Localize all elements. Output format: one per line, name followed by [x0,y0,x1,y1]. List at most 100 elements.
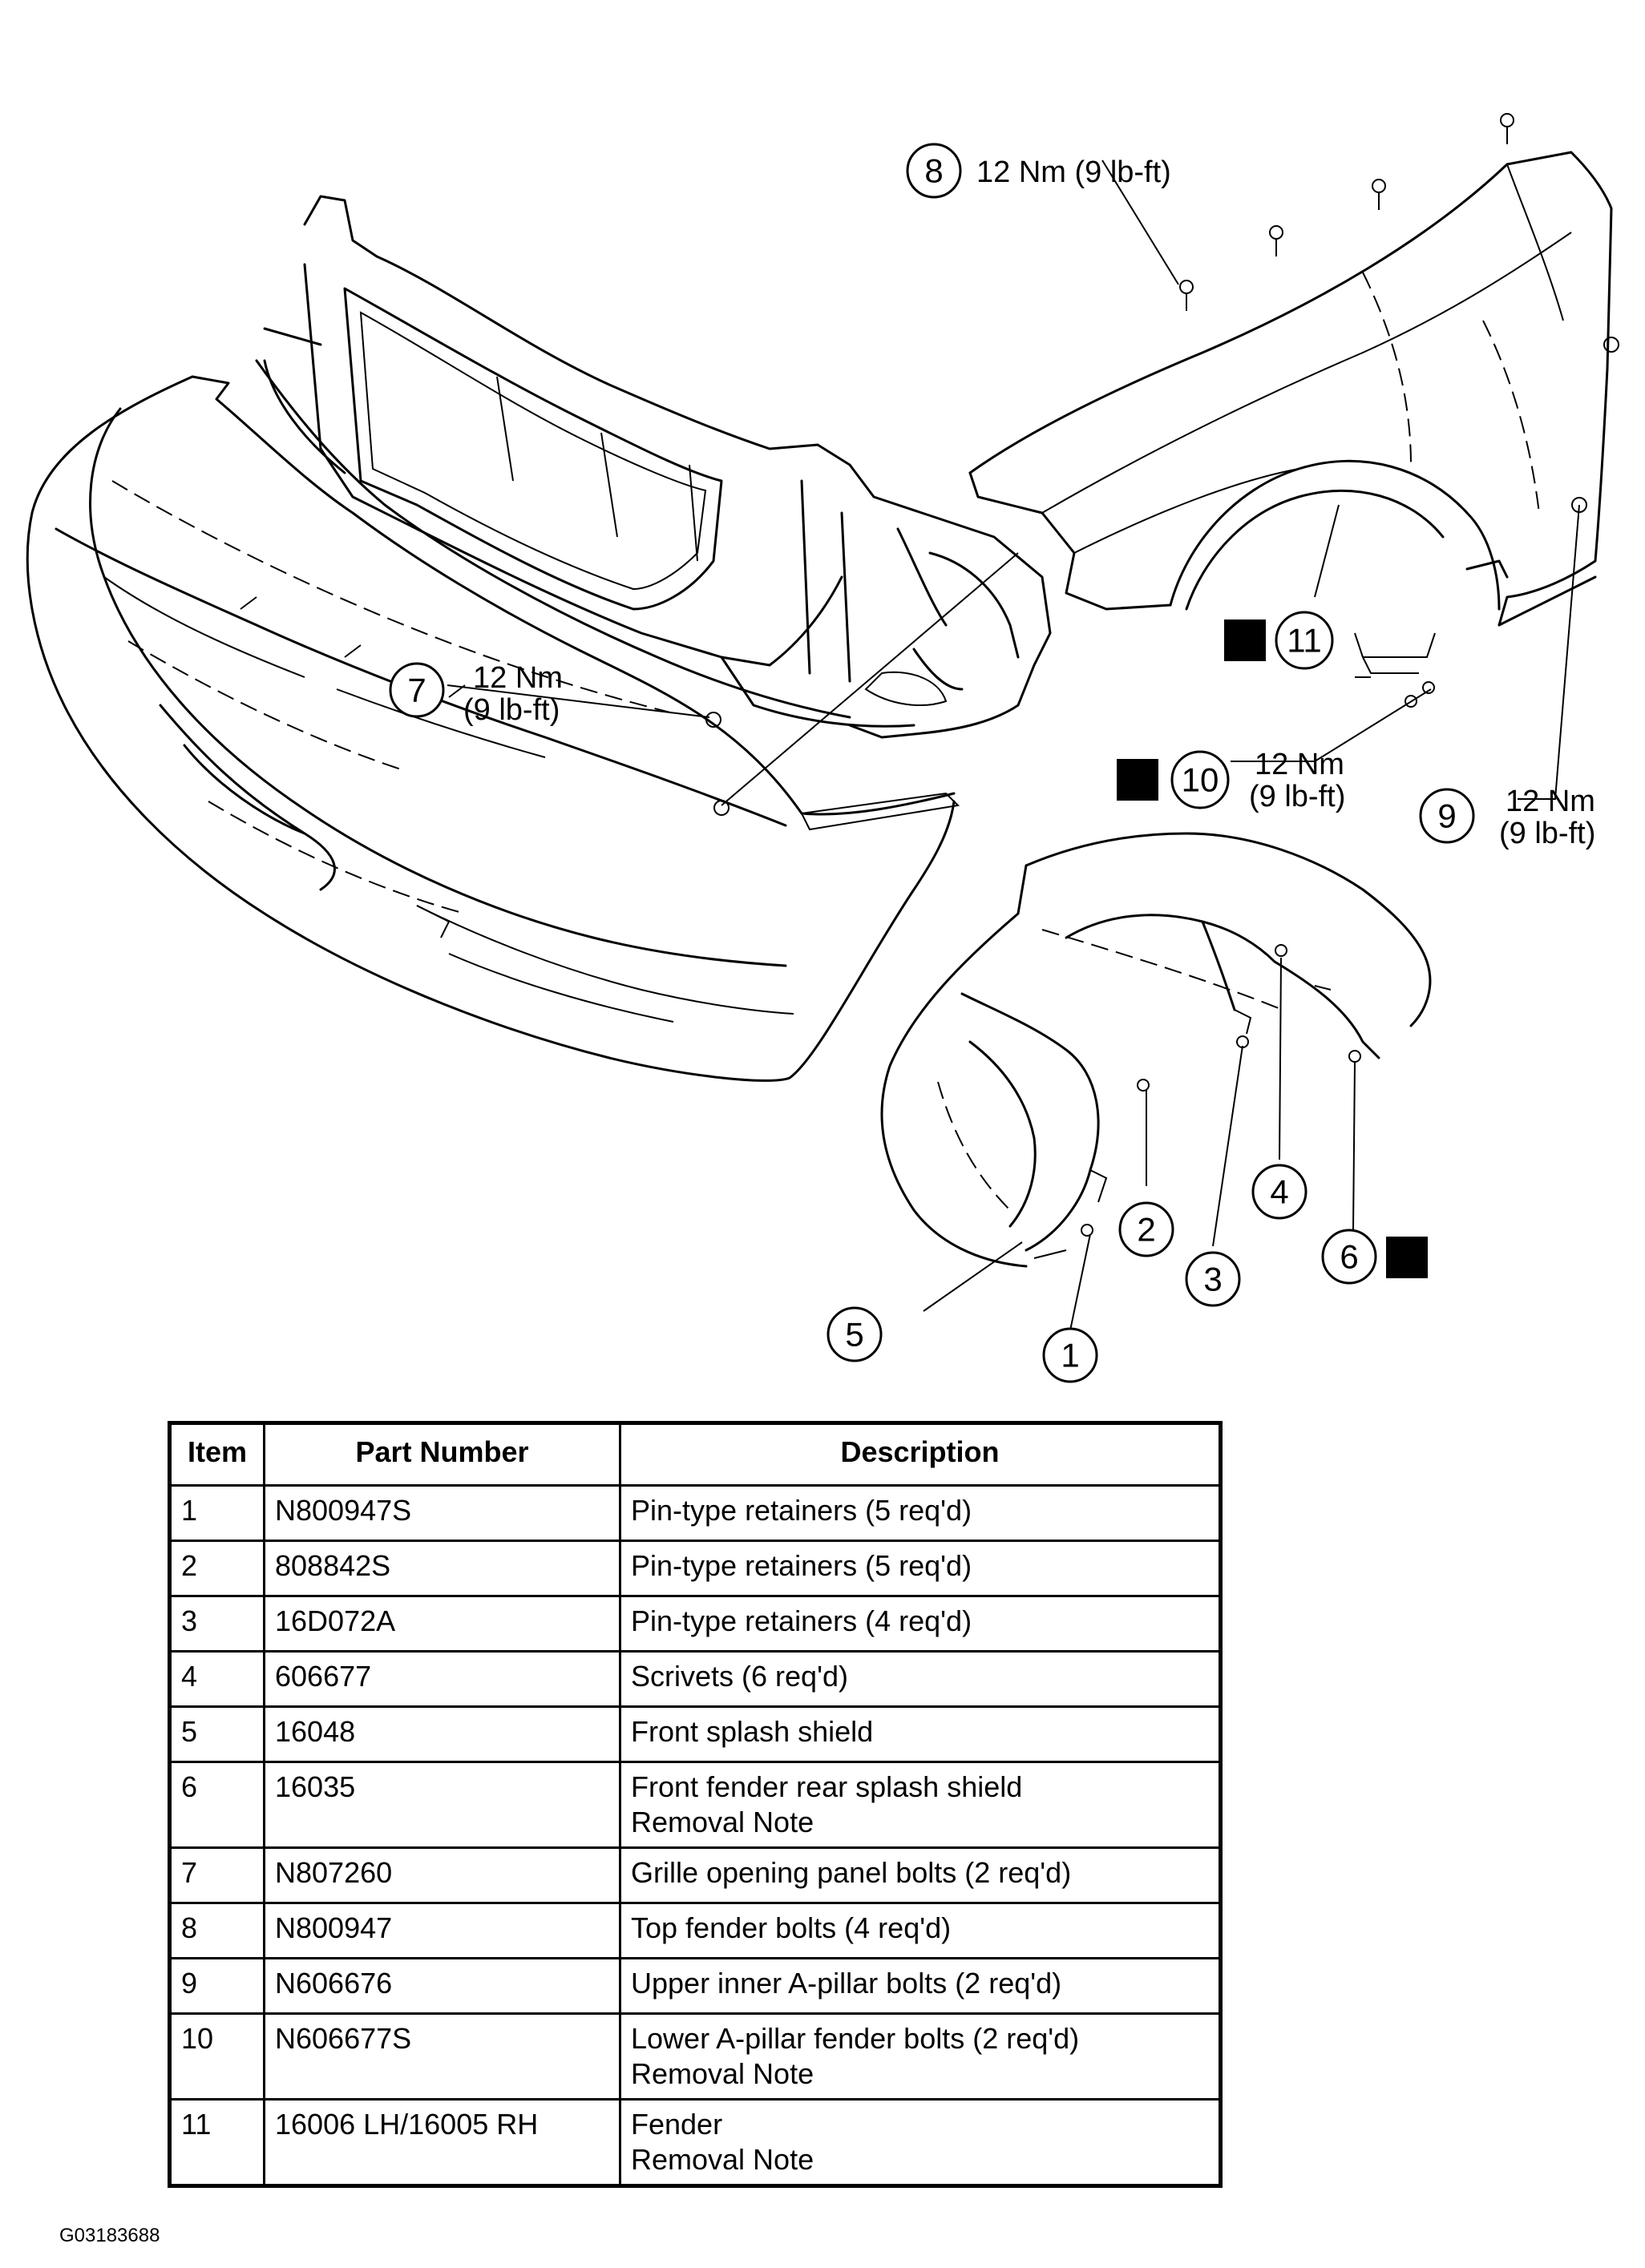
description-cell: Pin-type retainers (5 req'd) [619,1484,1222,1542]
part-number-cell: N606677S [263,2012,621,2101]
callout-5: 5 [827,1306,883,1362]
bumper-cover-drawing [26,375,960,1082]
grille-panel-bolt-icon [713,800,730,816]
info-icon: i [1224,619,1266,661]
removal-note: Removal Note [631,1806,814,1838]
retainer-icon [1236,1035,1249,1048]
part-number-cell: 16035 [263,1761,621,1849]
item-cell: 3 [168,1595,265,1653]
part-number-cell: N800947 [263,1902,621,1959]
part-number-cell: N807260 [263,1846,621,1904]
retainer-icon [1348,1050,1361,1063]
table-row: 5 16048 Front splash shield [168,1705,1222,1763]
fasteners [705,113,1619,1237]
item-cell: 9 [168,1957,265,2015]
svg-text:i: i [1240,621,1250,660]
item-cell: 6 [168,1761,265,1849]
top-fender-bolt-icon [1179,280,1194,311]
svg-text:11: 11 [1287,622,1322,660]
top-fender-bolt-icon [1269,225,1283,256]
description-cell: Pin-type retainers (5 req'd) [619,1540,1222,1597]
part-number-cell: 16048 [263,1705,621,1763]
description-cell: Upper inner A-pillar bolts (2 req'd) [619,1957,1222,2015]
lower-fender-bolt-icon [1405,695,1417,708]
item-cell: 4 [168,1650,265,1708]
svg-text:6: 6 [1340,1238,1358,1276]
torque-spec-8: 12 Nm (9 lb-ft) [976,155,1171,189]
torque-spec-10-lbft: (9 lb-ft) [1249,780,1345,813]
table-row: 7 N807260 Grille opening panel bolts (2 … [168,1846,1222,1904]
callout-8: 8 [906,143,962,199]
svg-text:i: i [1402,1238,1412,1277]
callout-2: 2 [1118,1201,1174,1257]
table-row: 2 808842S Pin-type retainers (5 req'd) [168,1540,1222,1597]
item-cell: 11 [168,2098,265,2187]
callout-7: 7 [389,662,445,718]
svg-text:8: 8 [924,152,943,190]
item-cell: 8 [168,1902,265,1959]
part-number-cell: 808842S [263,1540,621,1597]
info-icon: i [1386,1237,1428,1278]
a-pillar-bolt-icon [1603,337,1619,353]
item-cell: 5 [168,1705,265,1763]
torque-spec-10-nm: 12 Nm [1255,748,1344,781]
fender-drawing [968,151,1613,674]
svg-text:2: 2 [1137,1211,1155,1249]
table-row: 3 16D072A Pin-type retainers (4 req'd) [168,1595,1222,1653]
callout-9: 9 [1419,788,1475,844]
svg-text:1: 1 [1061,1337,1079,1374]
item-cell: 1 [168,1484,265,1542]
svg-text:4: 4 [1270,1173,1288,1211]
callout-6: 6 [1321,1229,1377,1285]
torque-spec-9-nm: 12 Nm [1506,785,1595,818]
header-part-number: Part Number [263,1422,621,1487]
grille-panel-bolt-icon [705,712,721,728]
svg-text:10: 10 [1182,761,1219,799]
svg-text:7: 7 [407,672,426,709]
removal-note: Removal Note [631,2057,814,2090]
lower-fender-bolt-icon [1422,681,1435,694]
description-cell: Grille opening panel bolts (2 req'd) [619,1846,1222,1904]
svg-text:3: 3 [1203,1261,1222,1298]
table-row: 9 N606676 Upper inner A-pillar bolts (2 … [168,1957,1222,2015]
parts-table: Item Part Number Description 1 N800947S … [168,1421,1223,2188]
figure-code: G03183688 [59,2225,160,2246]
exploded-parts-diagram: 1 2 3 4 5 6 i 7 12 Nm (9 lb-ft) 8 12 Nm … [26,113,1619,1383]
item-cell: 2 [168,1540,265,1597]
description-cell: Scrivets (6 req'd) [619,1650,1222,1708]
description-cell: Front splash shield [619,1705,1222,1763]
svg-text:i: i [1133,761,1142,800]
callout-11: 11 [1275,611,1334,670]
table-row: 10 N606677S Lower A-pillar fender bolts … [168,2012,1222,2101]
callout-10: 10 [1170,750,1230,809]
table-row: 4 606677 Scrivets (6 req'd) [168,1650,1222,1708]
callout-4: 4 [1251,1164,1308,1220]
description-cell: Lower A-pillar fender bolts (2 req'd)Rem… [619,2012,1222,2101]
header-item: Item [168,1422,265,1487]
table-header-row: Item Part Number Description [168,1422,1222,1487]
top-fender-bolt-icon [1372,179,1386,210]
torque-spec-7-nm: 12 Nm [473,661,563,695]
torque-spec-7-lbft: (9 lb-ft) [463,693,560,727]
torque-spec-9-lbft: (9 lb-ft) [1499,817,1595,850]
part-number-cell: N800947S [263,1484,621,1542]
description-cell: Top fender bolts (4 req'd) [619,1902,1222,1959]
item-cell: 10 [168,2012,265,2101]
header-description: Description [619,1422,1222,1487]
retainer-icon [1081,1224,1093,1237]
part-number-cell: N606676 [263,1957,621,2015]
callout-1: 1 [1042,1327,1098,1383]
part-number-cell: 16D072A [263,1595,621,1653]
grille-opening-panel-drawing [255,195,1052,739]
item-cell: 7 [168,1846,265,1904]
callout-3: 3 [1185,1251,1241,1307]
removal-note: Removal Note [631,2143,814,2176]
top-fender-bolt-icon [1500,113,1514,144]
part-number-cell: 606677 [263,1650,621,1708]
description-cell: Pin-type retainers (4 req'd) [619,1595,1222,1653]
svg-text:9: 9 [1437,797,1456,835]
retainer-icon [1137,1079,1150,1092]
